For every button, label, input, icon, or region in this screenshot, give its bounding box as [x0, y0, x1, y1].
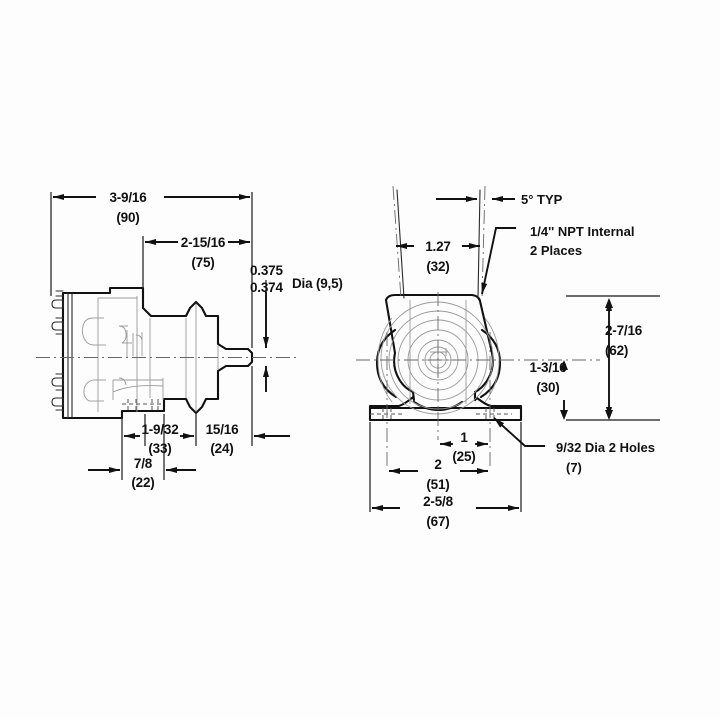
- side-view-flange-bolts: [51, 290, 64, 411]
- dim-shaft-dia-label: Dia (9,5): [292, 276, 343, 291]
- dim-base-width-metric: (67): [426, 514, 449, 529]
- side-view-body-outline: [51, 286, 254, 420]
- dim-foot-to-step-value: 1-9/32: [141, 422, 178, 437]
- dim-hole-spacing-metric: (51): [426, 477, 449, 492]
- dim-foot-offset-metric: (22): [131, 475, 154, 490]
- dim-body-length-metric: (75): [191, 255, 214, 270]
- dim-overall-height-value: 2-7/16: [605, 323, 643, 338]
- dim-centerline-height-metric: (30): [536, 380, 559, 395]
- front-view-group: 5° TYP 1.27 (32) 1/4'' NPT Internal 2 Pl…: [356, 185, 660, 529]
- dim-step-to-shoulder-value: 15/16: [206, 422, 239, 437]
- front-view-centerlines: [356, 292, 600, 470]
- dim-port-offset: 1.27 (32): [396, 239, 480, 274]
- dim-centerline-height-value: 1-3/16: [529, 360, 567, 375]
- note-bolt-holes-metric: (7): [566, 460, 582, 475]
- dim-overall-height: 2-7/16 (62): [605, 298, 643, 420]
- dim-step-to-shoulder-metric: (24): [210, 441, 233, 456]
- dim-overall-length: 3-9/16 (90): [53, 190, 250, 225]
- dim-shaft-dia-lower: 0.374: [250, 280, 283, 295]
- dim-foot-offset-value: 7/8: [134, 456, 153, 471]
- dim-base-width-value: 2-5/8: [423, 494, 453, 509]
- note-taper-angle-text: 5° TYP: [521, 192, 563, 207]
- dim-port-offset-value: 1.27: [425, 239, 450, 254]
- dim-port-offset-metric: (32): [426, 259, 449, 274]
- dim-foot-to-step-metric: (33): [148, 441, 171, 456]
- dim-foot-to-step: 1-9/32 (33): [124, 422, 194, 456]
- dim-step-to-shoulder: 15/16 (24): [206, 422, 290, 456]
- note-bolt-holes: 9/32 Dia 2 Holes (7): [493, 417, 655, 475]
- dim-hole-to-center: 1 (25): [440, 430, 488, 464]
- dim-shaft-diameter: 0.375 0.374 Dia (9,5): [250, 263, 343, 392]
- dim-overall-length-value: 3-9/16: [109, 190, 147, 205]
- dim-hole-spacing-value: 2: [434, 457, 441, 472]
- side-view-internal-detail: [81, 296, 219, 412]
- dim-shaft-dia-upper: 0.375: [250, 263, 283, 278]
- dim-hole-spacing: 2 (51): [389, 457, 488, 492]
- dim-overall-height-metric: (62): [605, 343, 628, 358]
- note-taper-angle: 5° TYP: [436, 192, 563, 207]
- dim-body-length: 2-15/16 (75): [145, 235, 250, 270]
- side-view-group: 3-9/16 (90) 2-15/16 (75) 0.375 0.374 Dia…: [36, 190, 343, 490]
- dim-body-length-value: 2-15/16: [181, 235, 226, 250]
- front-view-body-outline: [368, 293, 523, 422]
- note-npt-line2: 2 Places: [530, 243, 582, 258]
- dim-hole-to-center-metric: (25): [452, 449, 475, 464]
- side-view-hidden-holes: [122, 399, 164, 411]
- dim-overall-length-metric: (90): [116, 210, 139, 225]
- note-npt-line1: 1/4'' NPT Internal: [530, 224, 634, 239]
- dim-foot-offset: 7/8 (22): [88, 456, 196, 490]
- dim-base-width: 2-5/8 (67): [372, 494, 519, 529]
- front-view-extension-lines: [369, 295, 660, 512]
- note-bolt-holes-text: 9/32 Dia 2 Holes: [556, 440, 655, 455]
- dim-hole-to-center-value: 1: [460, 430, 468, 445]
- note-npt-port: 1/4'' NPT Internal 2 Places: [481, 224, 634, 295]
- dim-centerline-height: 1-3/16 (30): [529, 360, 568, 420]
